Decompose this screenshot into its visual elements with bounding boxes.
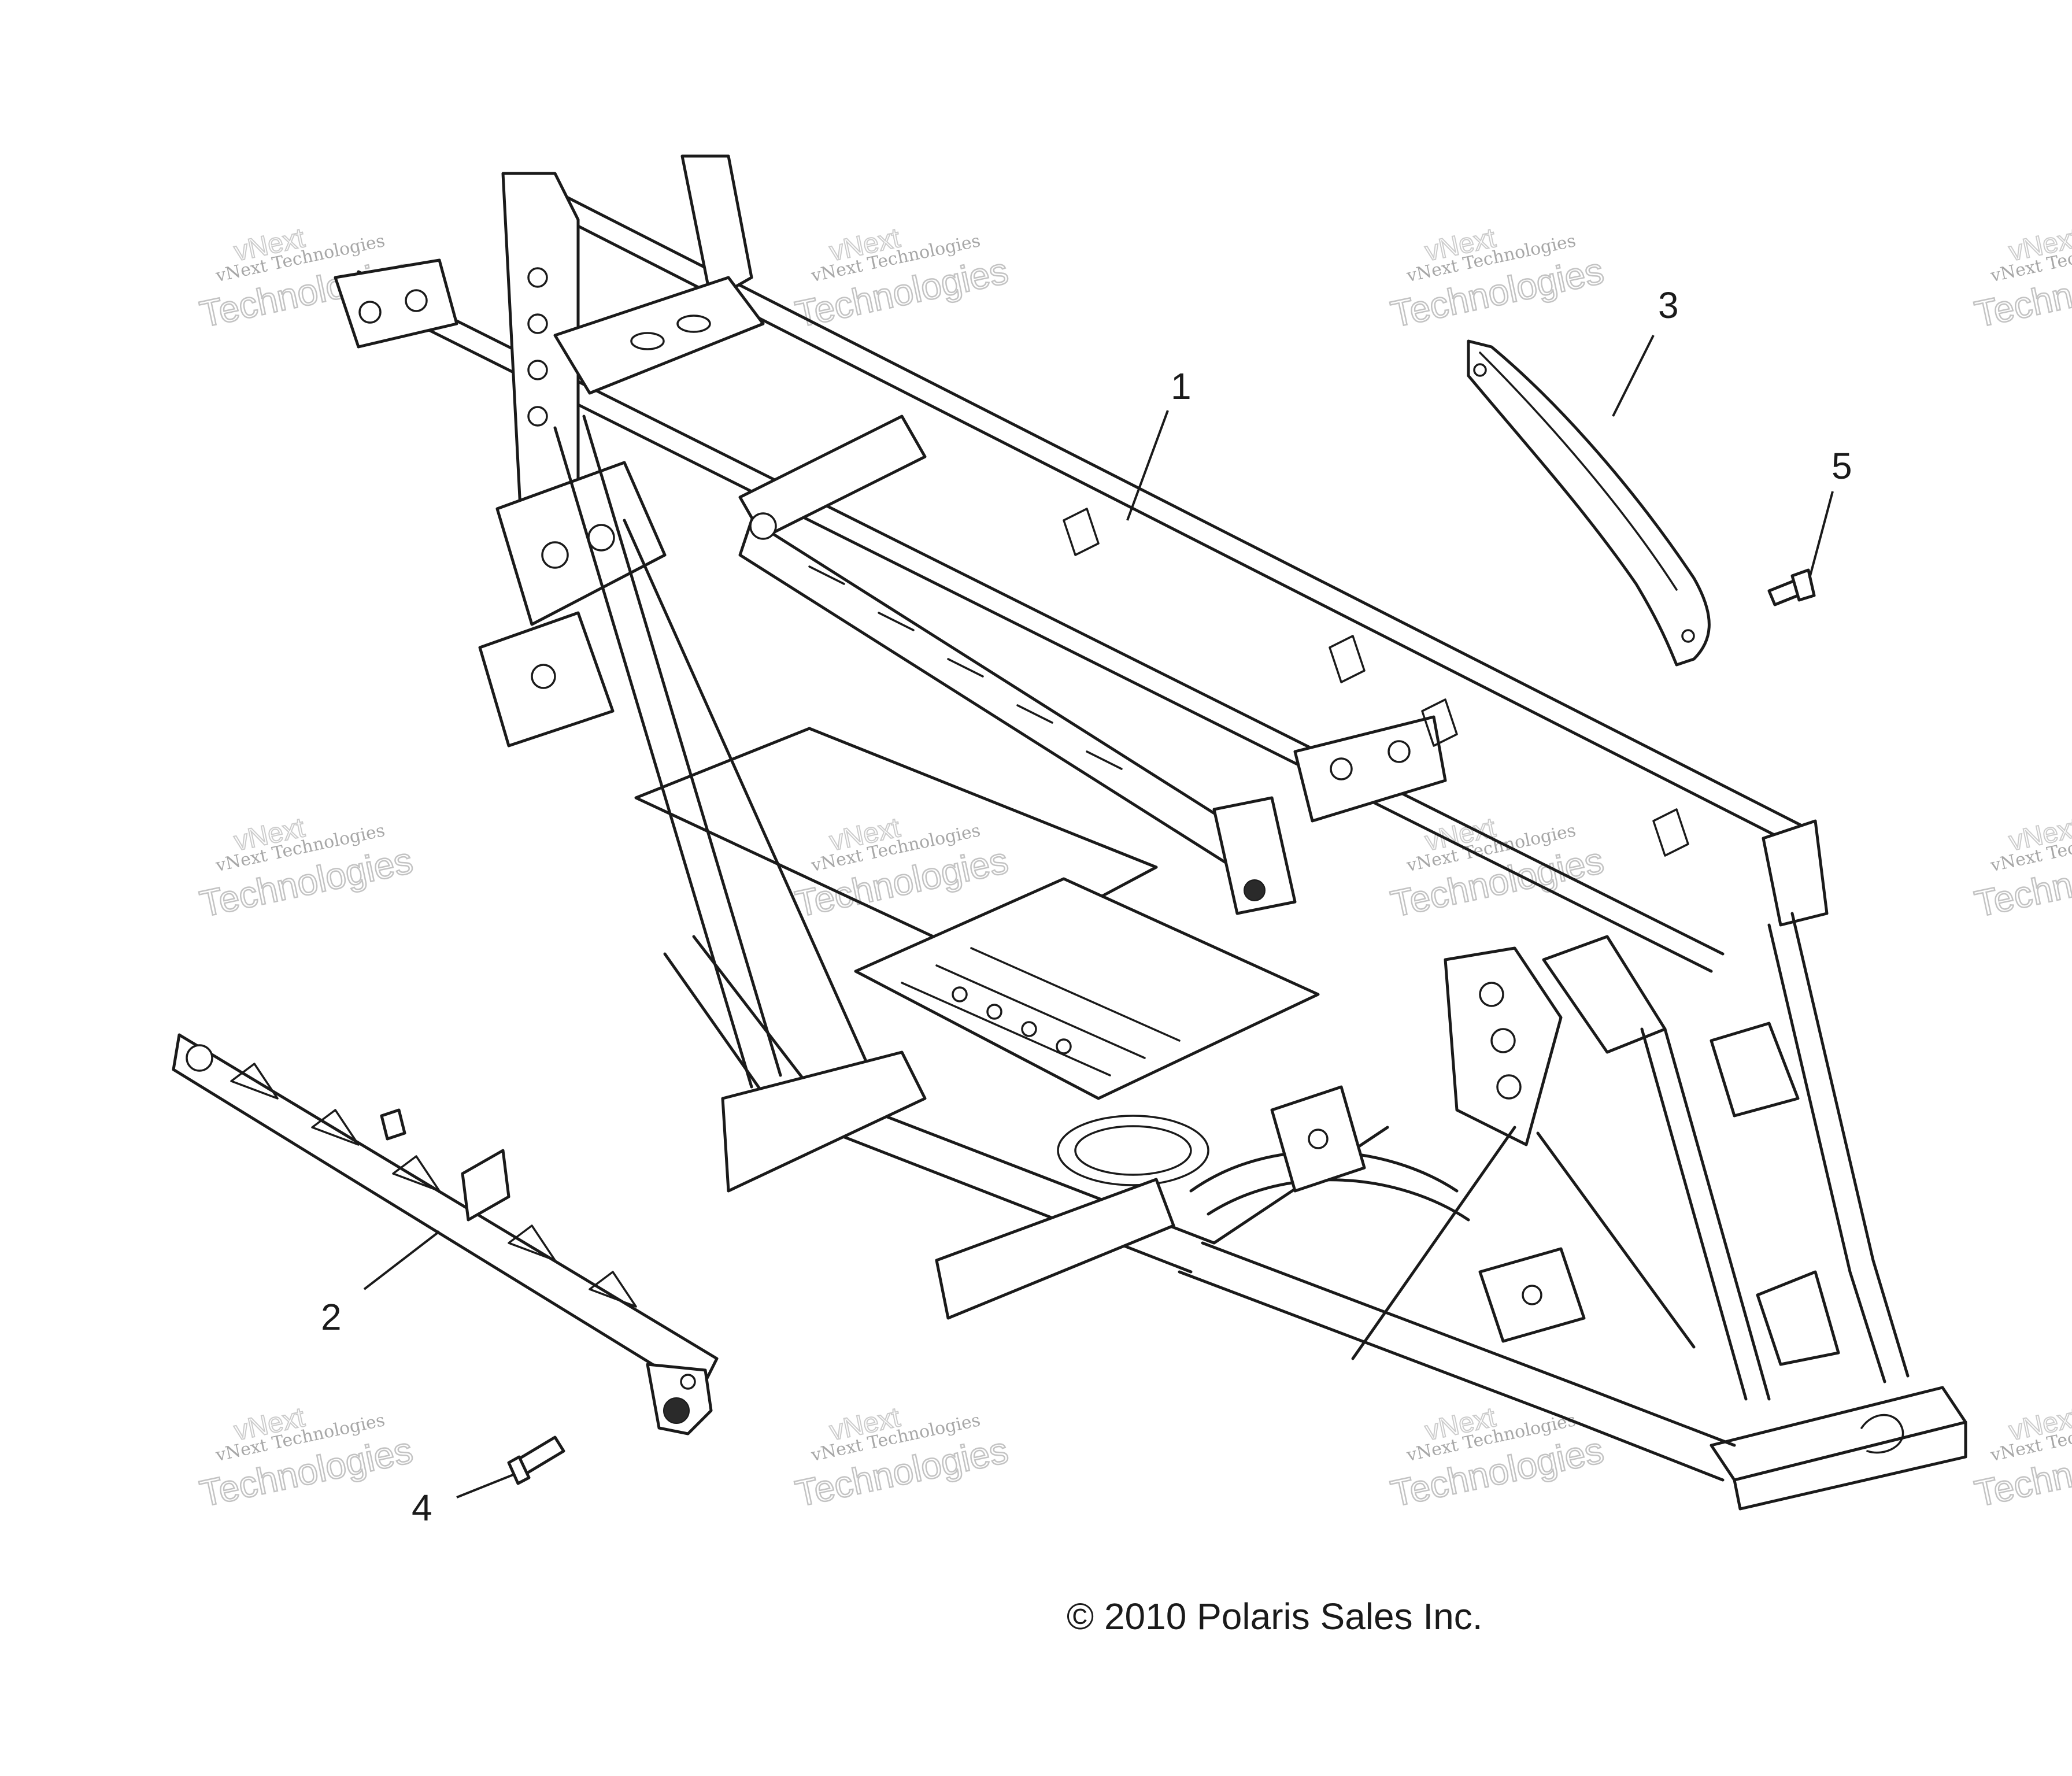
watermark-tile: vNext vNext Technologies Technologies xyxy=(1970,222,2072,336)
watermark-tile: vNext vNext Technologies Technologies xyxy=(195,812,417,926)
watermark-tile: vNext vNext Technologies Technologies xyxy=(791,812,1012,926)
watermark-tile: vNext vNext Technologies Technologies xyxy=(791,1401,1012,1515)
watermark-tile: vNext vNext Technologies Technologies xyxy=(1386,222,1608,336)
leader-line-1 xyxy=(1126,410,1169,521)
watermark-tile: vNext vNext Technologies Technologies xyxy=(1386,1401,1608,1515)
callout-4: 4 xyxy=(412,1487,432,1529)
callout-2: 2 xyxy=(321,1296,342,1338)
callout-1: 1 xyxy=(1171,365,1192,407)
leader-line-3 xyxy=(1612,335,1655,417)
bolt-4-drawing xyxy=(507,1435,565,1485)
copyright-notice: © 2010 Polaris Sales Inc. xyxy=(1067,1596,1483,1637)
callout-5: 5 xyxy=(1832,445,1852,487)
cross-member-drawing xyxy=(172,1033,719,1435)
leader-line-2 xyxy=(363,1230,441,1290)
leader-lines xyxy=(363,335,1834,1498)
watermark-tile: vNext vNext Technologies Technologies xyxy=(1970,1401,2072,1515)
leader-line-4 xyxy=(456,1473,515,1498)
main-frame-drawing xyxy=(334,154,1967,1511)
callout-3: 3 xyxy=(1658,284,1679,326)
watermark-tile: vNext vNext Technologies Technologies xyxy=(1386,812,1608,926)
watermark-tile: vNext vNext Technologies Technologies xyxy=(791,222,1012,336)
curved-tube-drawing xyxy=(1467,339,1711,667)
watermark-tile: vNext vNext Technologies Technologies xyxy=(195,1401,417,1515)
bolt-5-drawing xyxy=(1767,568,1816,606)
leader-line-5 xyxy=(1808,491,1834,579)
watermark-tile: vNext vNext Technologies Technologies xyxy=(1970,812,2072,926)
